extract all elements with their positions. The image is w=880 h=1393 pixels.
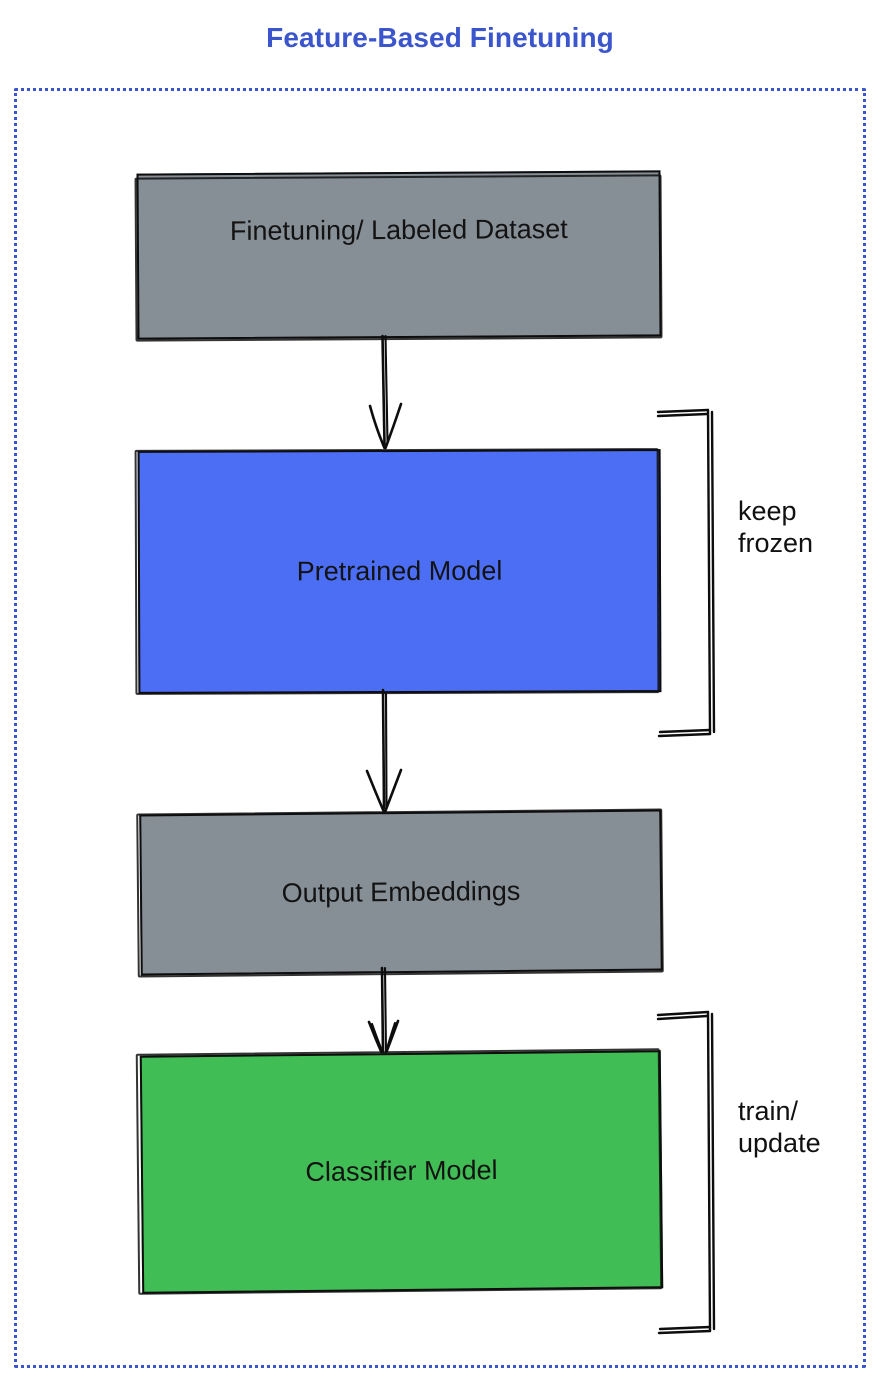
bracket-keep-frozen	[656, 408, 716, 738]
page-title: Feature-Based Finetuning	[266, 22, 614, 53]
node-label-pretrained: Pretrained Model	[296, 555, 503, 587]
node-finetuning-labeled-dataset[interactable]: Finetuning/ Labeled Dataset	[136, 170, 662, 340]
node-classifier-model[interactable]: Classifier Model	[139, 1050, 664, 1294]
diagram-frame	[14, 88, 866, 1368]
annotation-keep-frozen: keep frozen	[738, 496, 814, 558]
arrow-pretrained-to-embeddings	[365, 688, 403, 814]
arrow-embeddings-to-classifier	[367, 966, 400, 1059]
arrow-dataset-to-pretrained	[368, 334, 403, 450]
node-label-embeddings: Output Embeddings	[281, 875, 521, 908]
annotation-train-update: train/ update	[738, 1096, 821, 1158]
bracket-train-update	[656, 1010, 716, 1335]
node-pretrained-model[interactable]: Pretrained Model	[137, 449, 662, 694]
node-output-embeddings[interactable]: Output Embeddings	[139, 809, 663, 976]
node-label-dataset: Finetuning/ Labeled Dataset	[229, 213, 568, 247]
node-label-classifier: Classifier Model	[305, 1155, 498, 1188]
